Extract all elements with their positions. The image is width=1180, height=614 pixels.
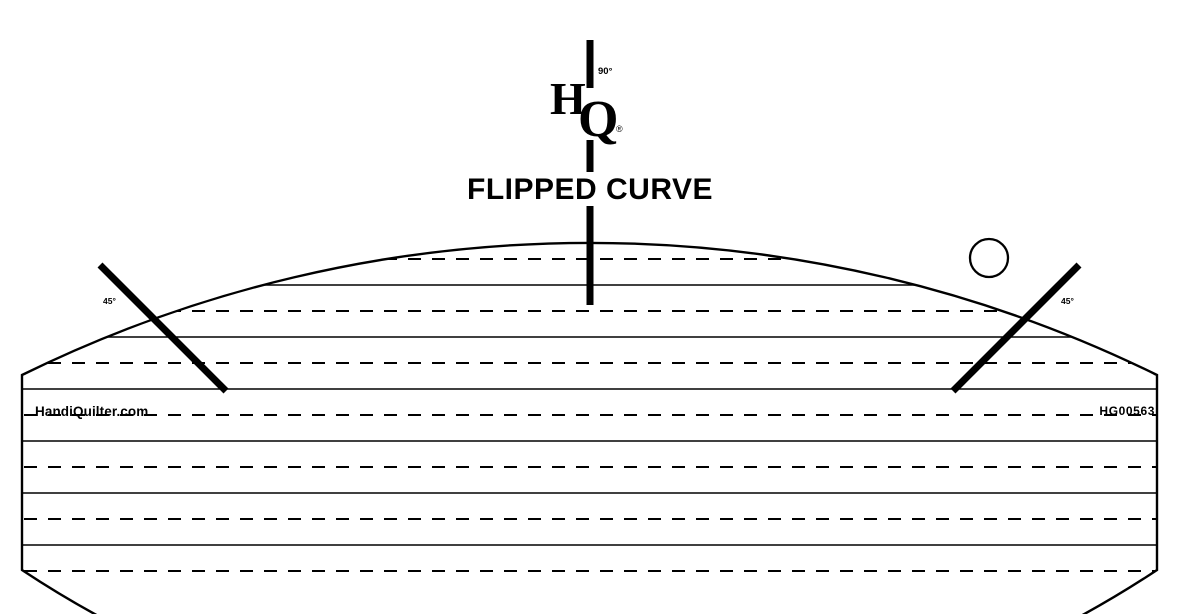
angle-label-90: 90°	[598, 66, 613, 77]
hq-logo-registered: ®	[616, 124, 623, 134]
angle-label-45-right: 45°	[1061, 296, 1074, 306]
angle-label-45-left: 45°	[103, 296, 116, 306]
hq-logo: H Q ®	[544, 76, 636, 148]
angle-line-45-right	[950, 262, 1082, 394]
page-title: FLIPPED CURVE	[467, 173, 713, 206]
dashed-arc-crossover-right	[1079, 264, 1157, 379]
website-label: HandiQuilter.com	[35, 404, 149, 419]
ruler-outline	[20, 241, 1159, 614]
dashed-arc-crossover-left	[22, 264, 101, 379]
part-number-label: HG00563	[1099, 404, 1155, 418]
hq-logo-h: H	[550, 73, 586, 124]
hq-logo-q: Q	[578, 91, 619, 148]
dashed-arc-lower	[22, 571, 1157, 614]
alignment-hole-icon	[968, 237, 1010, 279]
angle-line-45-left	[97, 262, 229, 394]
